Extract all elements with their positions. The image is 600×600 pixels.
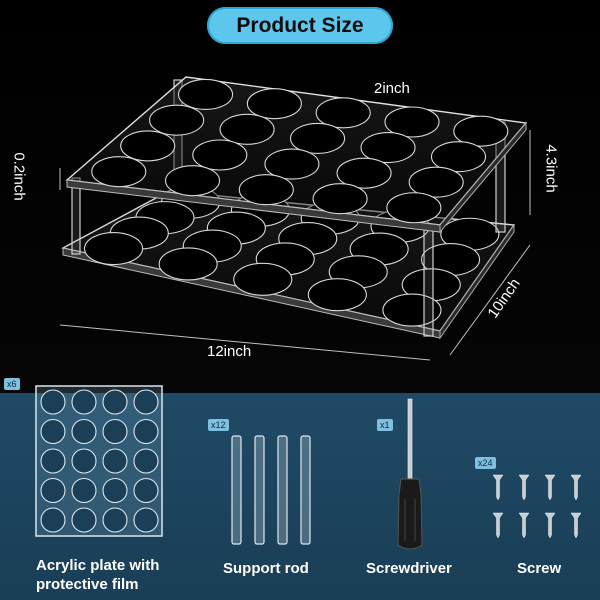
rack-hole [408, 166, 464, 198]
plate-hole [40, 418, 66, 445]
screw [544, 474, 556, 501]
rod-quantity: x12 [208, 419, 229, 431]
rack-hole [384, 106, 440, 138]
rack-hole [382, 293, 442, 327]
plate-hole [102, 418, 128, 445]
rod-caption: Support rod [223, 560, 309, 577]
rack-hole [177, 78, 234, 111]
plate-hole [71, 418, 97, 445]
rack-hole [238, 174, 294, 206]
rack-hole [312, 183, 368, 215]
plate-hole [71, 507, 97, 533]
rack-hole [164, 165, 221, 197]
plate-hole [102, 389, 128, 415]
rack-hole [91, 156, 147, 188]
rack-hole [360, 132, 416, 164]
plate-hole [71, 448, 97, 474]
rack-hole [233, 262, 293, 296]
rack-hole [430, 141, 487, 173]
title-badge: Product Size [207, 7, 393, 44]
rack-hole [453, 115, 509, 147]
rack-hole [84, 232, 144, 266]
plate-hole [71, 389, 97, 415]
test-tube-rack-illustration [59, 76, 531, 361]
screw [570, 512, 582, 539]
dimension-lines [59, 130, 531, 361]
plate-hole [71, 477, 97, 504]
plate-hole [102, 507, 128, 533]
screwdriver-icon [397, 398, 423, 550]
plate-hole [40, 477, 66, 504]
plate-hole [40, 507, 66, 533]
length-label: 12inch [207, 343, 252, 360]
plate-hole [133, 389, 159, 415]
plate-hole [133, 448, 159, 474]
plate-hole [102, 477, 128, 504]
rack-hole [336, 157, 392, 189]
rack-hole [386, 192, 442, 224]
screw [492, 474, 504, 501]
plate-caption: Acrylic plate with protective film [36, 557, 160, 593]
screw-caption: Screw [517, 560, 562, 577]
rack-hole [149, 104, 205, 136]
plate-hole [133, 477, 159, 504]
rack-hole [264, 148, 320, 180]
rack-hole [192, 139, 248, 171]
screw [544, 512, 556, 539]
plate-hole [133, 418, 159, 445]
screwdriver-caption: Screwdriver [366, 560, 452, 577]
rack-hole [158, 247, 218, 281]
height-label: 4.3inch [542, 144, 560, 193]
screw-quantity: x24 [475, 457, 496, 469]
plate-hole [133, 507, 159, 533]
thickness-label: 0.2inch [10, 152, 28, 201]
page-title: Product Size [236, 13, 364, 37]
screw [492, 512, 504, 539]
plate-quantity: x6 [4, 378, 20, 390]
parts-panel: x6 Acrylic plate with protective film x1… [0, 378, 600, 600]
rack-hole [290, 122, 346, 154]
rack-hole [246, 88, 302, 120]
plate-hole [102, 448, 128, 474]
screw-icon [492, 474, 582, 539]
rack-hole [315, 97, 371, 129]
support-rod-icon [231, 435, 311, 545]
screw [518, 474, 530, 501]
top-plate-holes [91, 78, 509, 224]
screw [570, 474, 582, 501]
plate-hole [40, 448, 66, 474]
rack-hole [120, 130, 176, 162]
screw [518, 512, 530, 539]
acrylic-plate-icon [35, 385, 163, 537]
top-width-label: 2inch [374, 80, 410, 97]
rack-hole [307, 278, 367, 312]
rack-hole [219, 113, 275, 145]
screwdriver-quantity: x1 [377, 419, 393, 431]
plate-hole [40, 389, 66, 415]
